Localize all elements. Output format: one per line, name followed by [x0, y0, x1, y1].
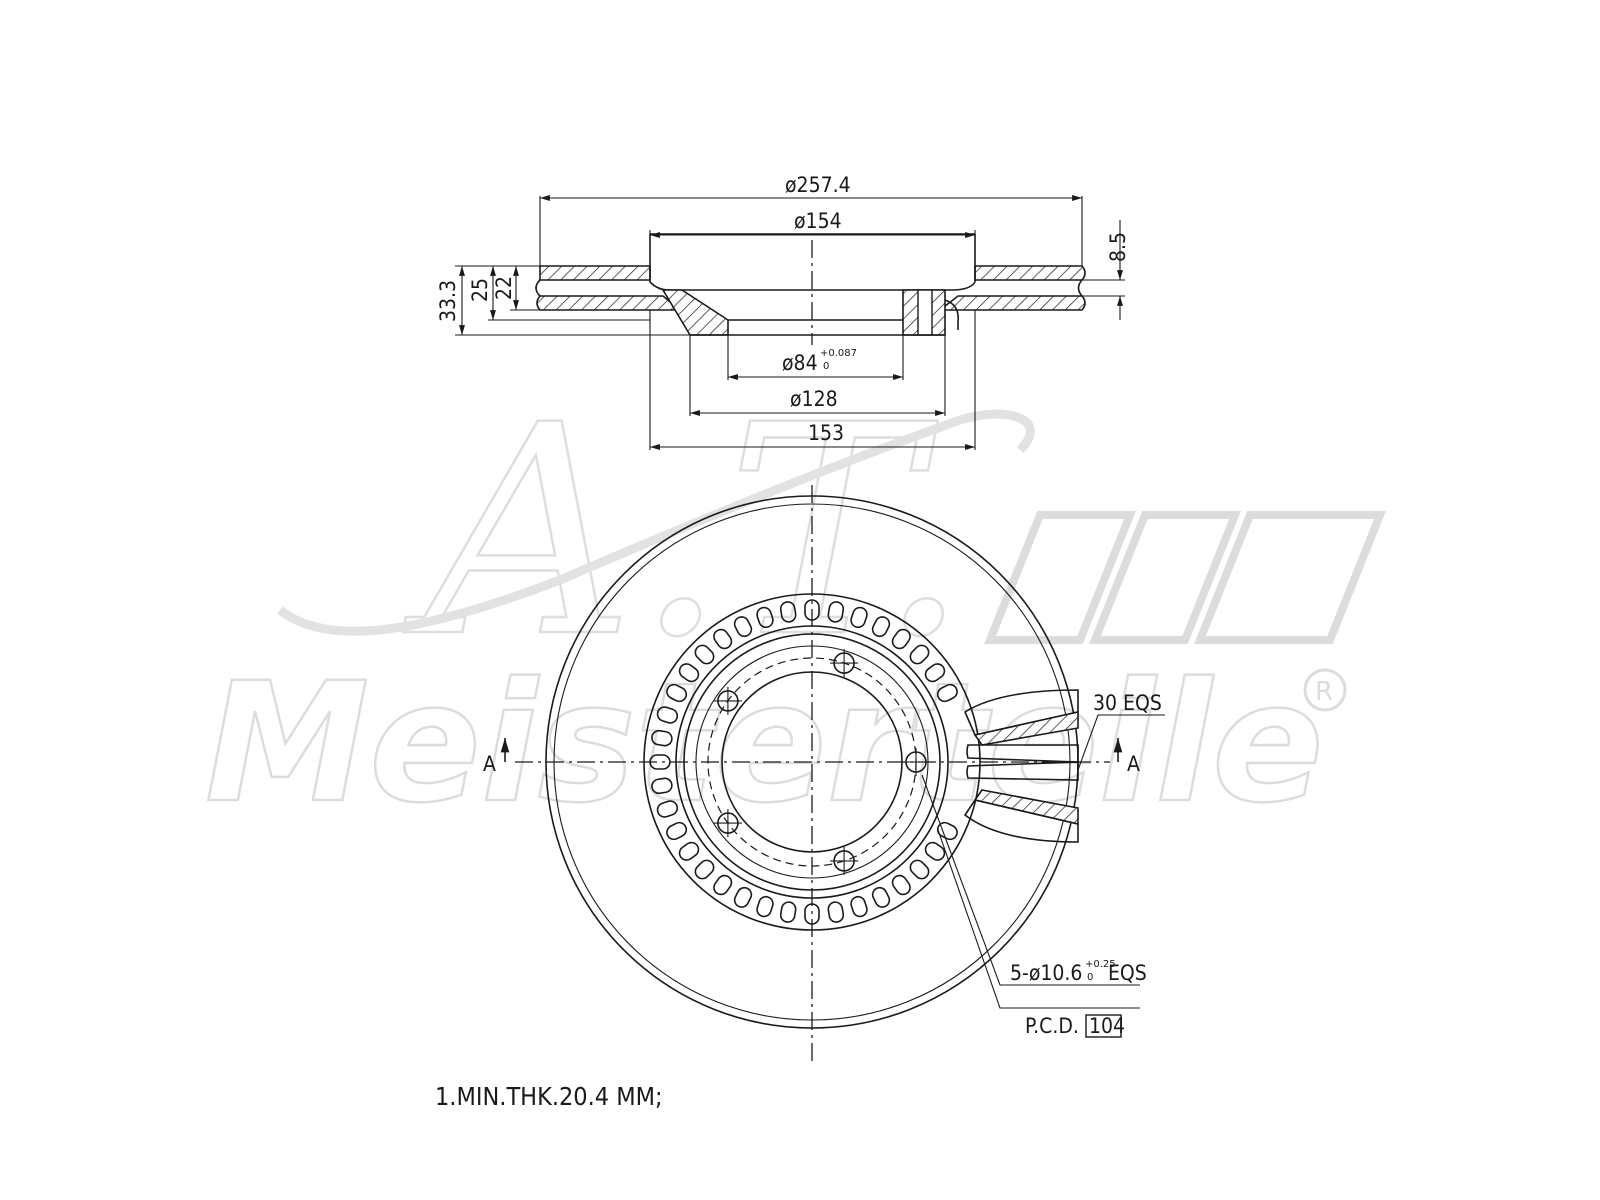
bolt-holes-tol-upper: +0.25	[1085, 959, 1116, 970]
watermark-brand-text: Meisterteile	[205, 647, 1324, 839]
vane-slot	[713, 628, 733, 650]
front-view: A A 30 EQS 5-ø10.6 +0.25 0 EQS P.C.D. 10…	[483, 485, 1165, 1065]
bolt-holes-prefix: 5-ø10.6	[1010, 961, 1082, 985]
watermark: A.T. Meisterteile R	[204, 363, 1386, 840]
vane-slot	[733, 616, 753, 638]
vane-slot	[651, 777, 673, 795]
dim-hub-face: ø128	[790, 387, 838, 411]
vane-slot	[909, 859, 930, 880]
dim-center-bore: ø84	[782, 351, 818, 375]
watermark-registered-icon	[1303, 668, 1347, 712]
vane-slot	[733, 886, 753, 908]
vane-slot	[909, 644, 930, 665]
vane-slot	[656, 800, 679, 818]
vane-slot	[694, 644, 715, 665]
vane-slot	[850, 606, 868, 629]
dim-height-total: 33.3	[436, 280, 460, 322]
vane-slot	[756, 606, 774, 629]
vane-cutaway	[963, 689, 1079, 843]
vane-slot	[678, 663, 700, 683]
dim-center-bore-tol-lower: 0	[823, 361, 829, 372]
hub-flange-left	[661, 289, 729, 336]
vane-slot	[666, 821, 688, 841]
vane-slot	[871, 616, 891, 638]
pcd-label: P.C.D.	[1025, 1014, 1079, 1038]
section-label-left: A	[483, 752, 496, 776]
note-min-thickness: 1.MIN.THK.20.4 MM;	[435, 1082, 663, 1111]
lower-plate-right	[937, 295, 1086, 311]
vane-slot	[936, 683, 958, 703]
lower-plate-left	[536, 295, 683, 311]
vane-slot	[656, 706, 679, 724]
dim-disc-thickness: 22	[492, 276, 516, 300]
vane-slot	[827, 901, 845, 923]
cooling-vanes	[649, 599, 958, 925]
dim-hat-wall: 8.5	[1106, 232, 1130, 262]
section-view: ø257.4 ø154 ø84 +0.087 0 ø128 153 33.3 2…	[436, 173, 1130, 450]
vane-slot	[756, 895, 774, 918]
dim-height-25: 25	[468, 278, 492, 302]
vane-slot	[891, 628, 911, 650]
vane-slot	[651, 729, 673, 747]
vane-count-label: 30 EQS	[1093, 691, 1162, 715]
section-label-right: A	[1127, 752, 1140, 776]
bolt-holes-tol-lower: 0	[1087, 972, 1093, 983]
vane-slot	[936, 821, 958, 841]
dim-hat-outer: 153	[808, 421, 844, 445]
bolt-hole-section	[917, 289, 933, 336]
upper-plate-right	[974, 265, 1086, 281]
upper-plate-left	[539, 265, 651, 281]
vane-slot	[666, 683, 688, 703]
vane-slot	[924, 663, 946, 683]
bolt-holes	[713, 649, 930, 875]
vane-slot	[694, 859, 715, 880]
watermark-script-text: A.T.	[402, 364, 969, 701]
vane-slot	[827, 601, 845, 623]
vane-slot	[924, 841, 946, 861]
bolt-holes-suffix: EQS	[1108, 961, 1147, 985]
watermark-stripes-logo	[984, 511, 1386, 644]
dim-outer-diameter: ø257.4	[785, 173, 851, 197]
vane-slot	[891, 874, 911, 896]
vane-slot	[713, 874, 733, 896]
pcd-value-box	[1085, 1014, 1122, 1038]
pcd-value: 104	[1089, 1014, 1125, 1038]
watermark-registered-letter: R	[1315, 677, 1333, 707]
dim-hat-diameter: ø154	[794, 209, 842, 233]
vane-slot	[850, 895, 868, 918]
vane-slot	[779, 901, 797, 923]
vane-slot	[871, 886, 891, 908]
vane-slot	[779, 601, 797, 623]
dim-center-bore-tol-upper: +0.087	[820, 348, 857, 359]
vane-slot	[678, 841, 700, 861]
